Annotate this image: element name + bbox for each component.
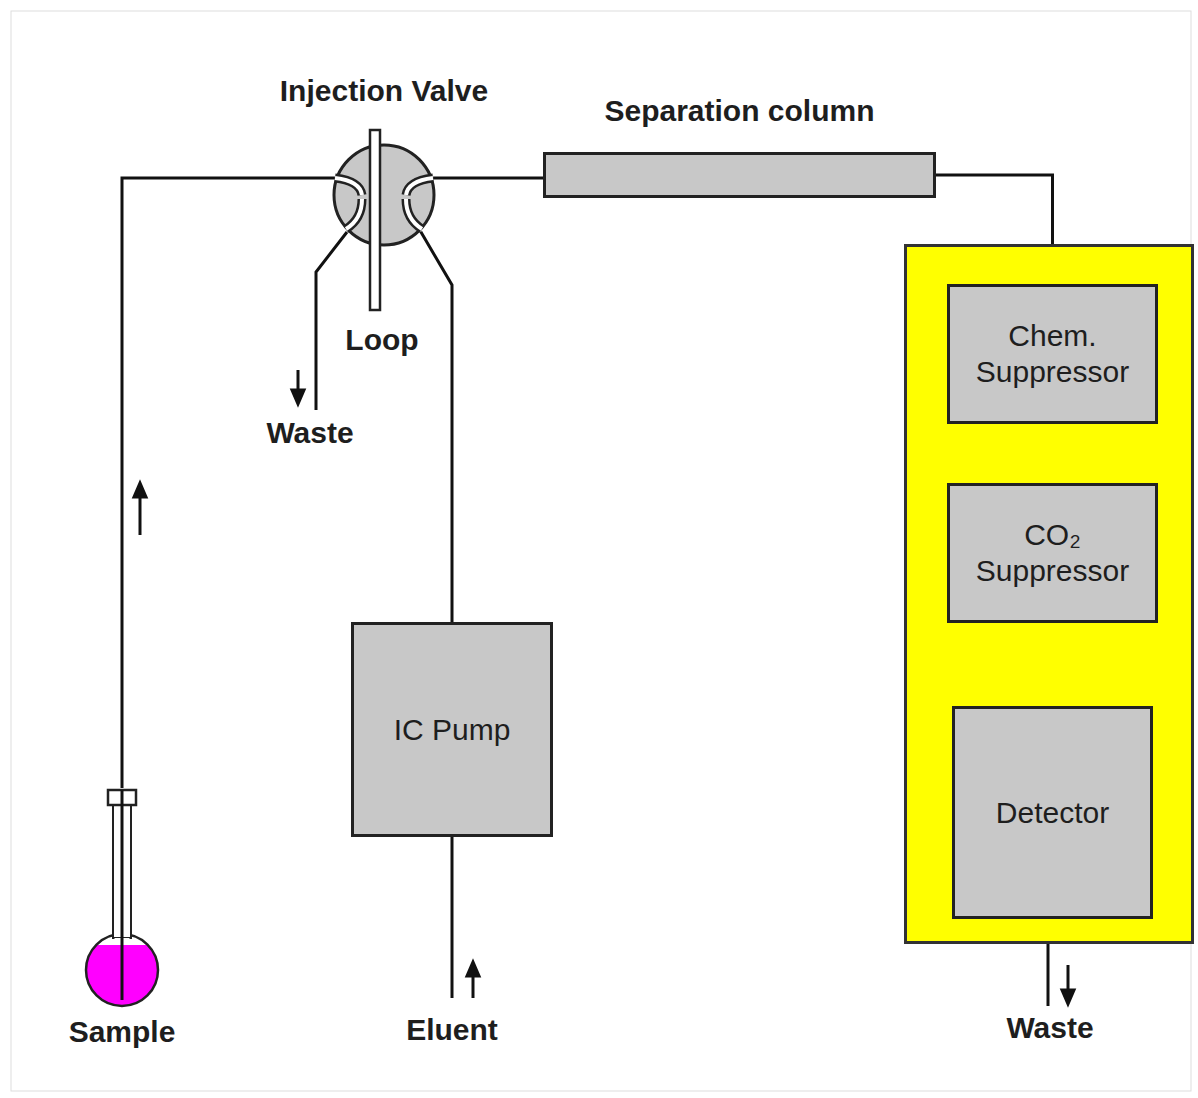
flow-connector xyxy=(433,177,543,180)
separation-column: Separation column xyxy=(543,152,936,198)
process-box: IC Pump xyxy=(351,622,553,837)
process-box: CO₂ Suppressor xyxy=(947,483,1158,623)
port-label: Eluent xyxy=(406,1012,498,1048)
sample-tube xyxy=(121,790,124,1000)
port-label: Waste xyxy=(266,415,353,451)
valve-channel xyxy=(346,199,362,229)
flow-arrow xyxy=(139,495,142,535)
valve-channel xyxy=(406,199,422,229)
waste-line xyxy=(316,232,347,410)
valve-outline xyxy=(332,143,436,247)
sample-label: Sample xyxy=(69,1014,176,1050)
arrow-head xyxy=(292,390,304,404)
process-box: Detector xyxy=(952,706,1153,919)
valve-body xyxy=(334,145,434,245)
sample-flask: Sample xyxy=(82,788,162,1050)
process-box: Chem. Suppressor xyxy=(947,284,1158,424)
flow-arrow xyxy=(1067,965,1070,992)
valve-channel xyxy=(406,199,422,229)
port-label: Loop xyxy=(345,322,418,358)
flow-arrow xyxy=(472,974,475,998)
valve-channel xyxy=(346,199,362,229)
box-label: Chem. Suppressor xyxy=(950,318,1155,390)
arrow-head xyxy=(467,962,479,976)
arrow-head xyxy=(1062,990,1074,1004)
box-label: CO₂ Suppressor xyxy=(950,517,1155,589)
box-label: IC Pump xyxy=(388,712,517,748)
sample-loop xyxy=(370,130,380,310)
port-label: Waste xyxy=(1006,1010,1093,1046)
valve-channel xyxy=(406,178,433,195)
eluent-line xyxy=(451,837,454,998)
valve-label: Injection Valve xyxy=(280,73,488,109)
valve-channel xyxy=(406,178,433,195)
column-label: Separation column xyxy=(604,93,874,129)
flow-connector xyxy=(421,232,452,622)
flask-outline xyxy=(82,788,162,1050)
arrow-head xyxy=(134,483,146,497)
flow-connector xyxy=(122,178,335,788)
valve-channel xyxy=(335,178,362,195)
injection-valve: Injection Valve xyxy=(332,143,436,247)
instrument-band: Chem. SuppressorCO₂ SuppressorDetector xyxy=(904,244,1194,944)
valve-channel xyxy=(335,178,362,195)
box-label: Detector xyxy=(990,795,1115,831)
